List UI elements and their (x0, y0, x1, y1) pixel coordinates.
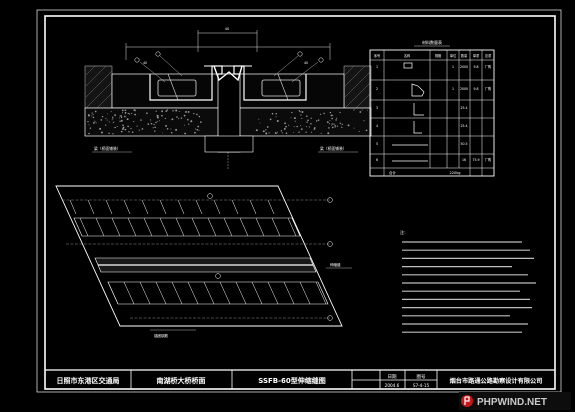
bom-cell: 5 (376, 142, 378, 146)
drawing-number: S7-4-15 (413, 383, 430, 388)
section-view: 40 (84, 27, 372, 170)
svg-text:40: 40 (225, 27, 229, 31)
title-block: 日照市东港区交通局 南湖桥大桥桥面 SSFB-60型伸缩缝图 日期 图号 200… (45, 369, 555, 389)
bom-header-cell: 规格 (435, 53, 442, 58)
bom-cell: 50.5 (460, 142, 467, 146)
bom-title: 材料数量表 (422, 39, 442, 45)
plan-label-anchor: 锚固钢筋 (154, 333, 168, 338)
section-label-right: 40 (304, 61, 308, 65)
bom-total-label: 合计 (389, 170, 397, 175)
section-label-left-bottom: 梁（桥面铺装） (94, 146, 121, 151)
sig-header-date: 日期 (388, 374, 397, 380)
section-label-right-bottom: 梁（桥面铺装） (320, 146, 347, 151)
bom-header-cell: 序号 (374, 53, 380, 58)
bom-cell: 25.4 (460, 106, 467, 110)
bom-cell: 2000 (460, 87, 468, 91)
notes-label: 注: (400, 229, 406, 236)
notes-block: 注: (400, 229, 536, 333)
bom-cell: 25.4 (460, 124, 467, 128)
bom-cell: 75.9 (472, 158, 479, 162)
bom-cell: 1 (376, 65, 378, 69)
bom-cell: 厂购 (485, 157, 491, 162)
bom-cell: 厂购 (485, 86, 491, 91)
bom-cell: 9.8 (473, 65, 478, 69)
dept-name: 日照市东港区交通局 (57, 376, 120, 385)
bom-cell: 4 (376, 124, 378, 128)
bom-cell: 9.8 (473, 87, 478, 91)
bom-total-value: 220kg (450, 171, 461, 175)
bom-cell: 2000 (460, 65, 468, 69)
bom-cell: 3 (376, 106, 378, 110)
watermark: PHPWIND.NET (459, 392, 571, 410)
bom-cell: 16 (462, 158, 466, 162)
bom-header-cell: 数量 (461, 53, 468, 58)
bom-header-cell: 总重 (485, 53, 492, 58)
sheet-date: 2004.6 (385, 383, 400, 388)
inner-frame (44, 15, 556, 390)
bom-table: 材料数量表 序号 名称 规格 单位数量单重总重 1 1 2000 9.8 厂购 2 1 2000 9.… (369, 39, 495, 177)
bom-header-cell: 单位 (450, 53, 457, 58)
drawing-title: SSFB-60型伸缩缝图 (258, 376, 326, 385)
section-label-left: 40 (143, 61, 147, 65)
plan-label-joint: 伸缩缝 (330, 262, 341, 267)
bom-header-cell: 名称 (404, 53, 411, 58)
bom-cell: 2 (376, 87, 378, 91)
plan-view: 伸缩缝 锚固钢筋 (55, 185, 352, 338)
sig-header-no: 图号 (417, 374, 426, 380)
bom-cell: 6 (376, 158, 378, 162)
bom-header-cell: 单重 (473, 53, 480, 58)
outer-frame (36, 9, 562, 393)
bom-cell: 1 (452, 65, 454, 69)
company-name: 烟台市路通公路勘察设计有限公司 (450, 377, 543, 385)
project-name: 南湖桥大桥桥面 (157, 376, 206, 385)
watermark-text: PHPWIND.NET (477, 397, 547, 408)
bom-cell: 1 (452, 87, 454, 91)
bom-cell: 厂购 (485, 64, 491, 69)
